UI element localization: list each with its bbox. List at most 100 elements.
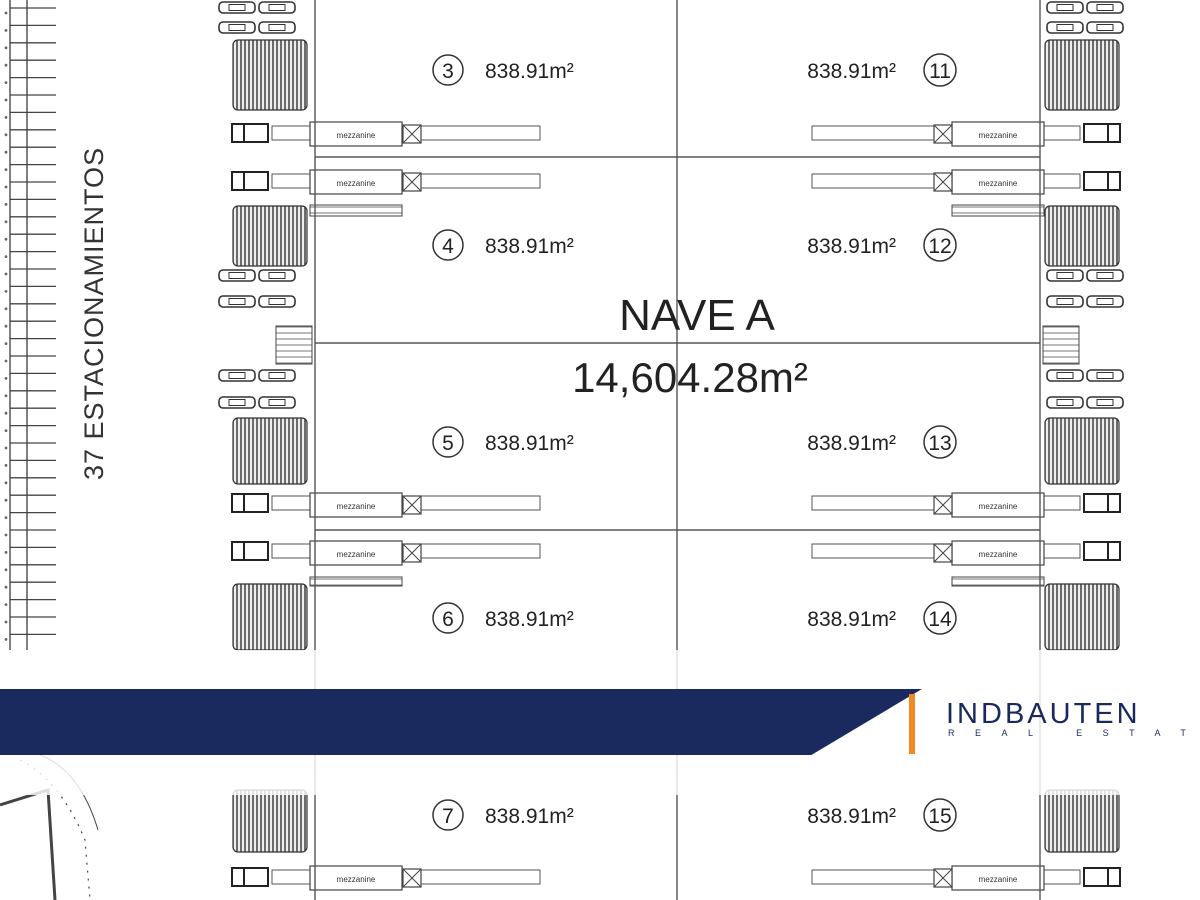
unit-area: 838.91m² bbox=[485, 60, 574, 83]
parking-dot bbox=[4, 203, 8, 206]
car-icon bbox=[1096, 298, 1114, 305]
parking-dot bbox=[4, 603, 8, 606]
unit-number-circle bbox=[923, 798, 957, 832]
roll-up-door bbox=[232, 205, 308, 267]
unit-number: 7 bbox=[442, 805, 454, 828]
unit-number-circle bbox=[432, 602, 464, 634]
unit-number-circle bbox=[923, 53, 957, 87]
truck-icon bbox=[231, 123, 269, 143]
stair-box bbox=[933, 124, 953, 144]
parking-dot bbox=[4, 63, 8, 67]
mezzanine-label: mezzanine bbox=[337, 875, 376, 884]
car-icon bbox=[268, 298, 286, 305]
unit-5: 5 838.91m² bbox=[432, 426, 574, 458]
brand-banner bbox=[0, 689, 922, 755]
roll-up-door bbox=[232, 39, 308, 111]
parking-strip bbox=[4, 0, 56, 650]
car-icon bbox=[228, 272, 246, 279]
parking-dot bbox=[4, 272, 8, 276]
nave-area: 14,604.28m² bbox=[572, 354, 808, 401]
stair-box bbox=[933, 868, 953, 888]
parking-dot bbox=[4, 551, 8, 554]
car-icon bbox=[268, 24, 286, 31]
unit-number-circle bbox=[432, 229, 464, 261]
unit-area: 838.91m² bbox=[485, 432, 574, 455]
mezzanine-label: mezzanine bbox=[337, 179, 376, 188]
stair-box bbox=[402, 172, 422, 192]
unit-area: 838.91m² bbox=[485, 608, 574, 631]
parking-dot bbox=[4, 185, 8, 189]
mezzanine-stair bbox=[309, 576, 403, 587]
mezzanine-stair bbox=[309, 204, 403, 217]
unit-number-circle bbox=[432, 799, 464, 831]
mezzanine-label: mezzanine bbox=[979, 502, 1018, 511]
parking-dot bbox=[4, 133, 8, 137]
car-icon bbox=[228, 24, 246, 31]
parking-dot bbox=[4, 307, 8, 311]
car-icon bbox=[268, 399, 286, 406]
truck-icon bbox=[1083, 541, 1121, 561]
unit-number-circle bbox=[432, 426, 464, 458]
roll-up-door bbox=[1044, 583, 1120, 651]
parking-dot bbox=[4, 498, 8, 502]
parking-dot bbox=[4, 168, 8, 172]
car-icon bbox=[1096, 4, 1114, 11]
parking-dot bbox=[4, 446, 8, 450]
truck-icon bbox=[1083, 123, 1121, 143]
mezzanine-box bbox=[951, 865, 1045, 891]
car-icon bbox=[268, 272, 286, 279]
parking-dot bbox=[4, 237, 8, 241]
parking-dot bbox=[4, 255, 8, 258]
mezzanine-box bbox=[309, 540, 403, 566]
roll-up-door bbox=[1044, 789, 1120, 853]
roll-up-door bbox=[1044, 417, 1120, 485]
car-icon bbox=[228, 372, 246, 379]
parking-dot bbox=[4, 411, 8, 415]
mezzanine-label: mezzanine bbox=[979, 179, 1018, 188]
mezzanine-label: mezzanine bbox=[337, 550, 376, 559]
car-icon bbox=[1096, 372, 1114, 379]
parking-dot bbox=[4, 29, 8, 32]
parking-dot bbox=[4, 220, 8, 224]
unit-number: 12 bbox=[928, 235, 951, 258]
unit-number: 15 bbox=[928, 805, 951, 828]
parking-dot bbox=[4, 46, 8, 50]
stair-box bbox=[402, 124, 422, 144]
brand-logo: INDBAUTEN bbox=[946, 698, 1141, 730]
brand-tagline: REAL ESTATE bbox=[948, 728, 1200, 738]
parking-dot bbox=[4, 516, 8, 519]
unit-number: 13 bbox=[928, 432, 951, 455]
unit-7: 7 838.91m² bbox=[432, 799, 574, 831]
parking-dot bbox=[4, 342, 8, 345]
unit-number-circle bbox=[432, 54, 464, 86]
mezzanine-box bbox=[309, 492, 403, 518]
car-icon bbox=[268, 372, 286, 379]
unit-number: 4 bbox=[442, 235, 454, 258]
stair-box bbox=[402, 495, 422, 515]
truck-icon bbox=[231, 493, 269, 513]
unit-number: 14 bbox=[928, 608, 952, 631]
roll-up-door bbox=[232, 583, 308, 651]
unit-area: 838.91m² bbox=[807, 805, 896, 828]
mezzanine-box bbox=[951, 540, 1045, 566]
car-icon bbox=[228, 4, 246, 11]
car-icon bbox=[228, 399, 246, 406]
car-icon bbox=[1056, 4, 1074, 11]
truck-icon bbox=[1083, 171, 1121, 191]
mezzanine-box bbox=[309, 169, 403, 195]
mezzanine-label: mezzanine bbox=[979, 131, 1018, 140]
unit-area: 838.91m² bbox=[485, 805, 574, 828]
mezzanine-box bbox=[309, 121, 403, 147]
car-icon bbox=[1056, 24, 1074, 31]
unit-number: 3 bbox=[442, 60, 454, 83]
nave-title: NAVE A bbox=[619, 291, 775, 340]
parking-dot bbox=[4, 481, 8, 485]
parking-dot bbox=[4, 11, 8, 15]
car-icon bbox=[268, 4, 286, 11]
unit-number-circle bbox=[923, 601, 957, 635]
unit-area: 838.91m² bbox=[807, 432, 896, 455]
unit-number: 5 bbox=[442, 432, 454, 455]
mezzanine-stair bbox=[951, 204, 1045, 217]
